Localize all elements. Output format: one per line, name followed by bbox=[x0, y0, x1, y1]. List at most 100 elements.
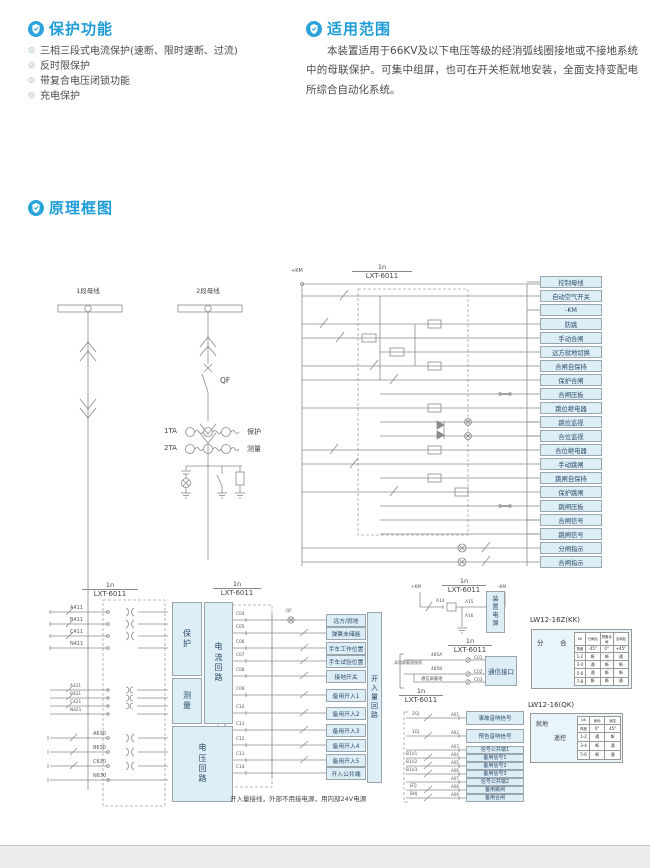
plus-km-label: +KM bbox=[411, 585, 422, 590]
control-label-box: 合闸信号 bbox=[540, 514, 602, 526]
bus2-label: 2段母线 bbox=[196, 287, 220, 295]
scope-section-header: 适用范围 bbox=[306, 18, 391, 39]
qf-breaker-label: QF bbox=[220, 376, 231, 385]
terminal-label: C13 bbox=[236, 752, 245, 757]
contact-label: BHJ bbox=[410, 791, 418, 796]
ct-symbols bbox=[185, 427, 240, 454]
comm-unit-label: 1n LXT-6011 bbox=[448, 637, 492, 654]
terminal-label: A06 bbox=[451, 767, 459, 773]
signal-label-box: 备用信号3 bbox=[466, 770, 524, 778]
di-label-box: 备用开入5 bbox=[326, 753, 366, 767]
power-block-lines bbox=[419, 592, 506, 634]
signal-label-box: 信号公共端1 bbox=[466, 746, 524, 754]
pt-branch-symbol bbox=[181, 465, 245, 499]
contact-label: B1U1 bbox=[406, 751, 418, 756]
bus1-symbol bbox=[57, 304, 123, 790]
terminal-label: C02 bbox=[474, 670, 483, 675]
di-label-box: 备用开入2 bbox=[326, 706, 366, 720]
ct-protect-label: 保护 bbox=[247, 428, 261, 436]
wire-label: C421 bbox=[70, 700, 82, 705]
terminal-label: A02 bbox=[451, 729, 459, 735]
kk-contact-table: KK 分闸后 预备合闸 合闸后 角度 -45° 0° +45° 1-2 断 断 … bbox=[574, 632, 630, 687]
terminal-label: C09 bbox=[236, 687, 245, 692]
protection-section-title: 保护功能 bbox=[49, 20, 114, 38]
control-label-box: 合闸自保持 bbox=[540, 360, 602, 372]
analog-block-lines bbox=[47, 599, 168, 807]
di-label-box: 开入公共端 bbox=[326, 766, 366, 780]
terminal-label: C07 bbox=[236, 653, 245, 658]
terminal-label: A16 bbox=[465, 614, 474, 619]
kk-close-label: 合 bbox=[560, 639, 567, 647]
unit-model: LXT-6011 bbox=[352, 271, 412, 280]
ct2-label: 2TA bbox=[164, 444, 177, 452]
qk-remote-label: 遥控 bbox=[554, 735, 567, 742]
control-circuit bbox=[300, 281, 540, 567]
wire-label: 485A bbox=[431, 653, 443, 658]
wire-label: N421 bbox=[70, 708, 82, 713]
signal-label-box: 备用合闸 bbox=[466, 794, 524, 802]
diagram-section-title: 原理框图 bbox=[49, 199, 114, 217]
di-label-box: 备用开入3 bbox=[326, 723, 366, 737]
ct1-label: 1TA bbox=[164, 427, 177, 435]
control-label-box: 保护跳闸 bbox=[540, 486, 602, 498]
terminal-label: C05 bbox=[236, 625, 245, 630]
di-loop-box: 开入量回路 bbox=[367, 612, 382, 783]
voltage-loop-box: 电压回路 bbox=[172, 726, 233, 802]
protection-section-header: 保护功能 bbox=[28, 18, 113, 39]
control-unit-label: 1n LXT-6011 bbox=[352, 263, 412, 280]
bullet-icon: ◎ bbox=[28, 60, 35, 69]
contact-label: B1U3 bbox=[406, 767, 418, 772]
di-block-lines bbox=[217, 604, 326, 788]
scope-section-title: 适用范围 bbox=[327, 20, 392, 38]
analog-protect-box: 保护 bbox=[172, 602, 202, 676]
ct-measure-label: 测量 bbox=[247, 445, 261, 453]
qk-contact-table: QK 就地 遥控 角度 0° 45° 1-2 通 断 3-4 断 通 5-6 断… bbox=[577, 716, 621, 761]
signal-unit-label: 1n LXT-6011 bbox=[399, 687, 443, 704]
unit-prefix: 1n bbox=[465, 637, 475, 645]
wire-label: C411 bbox=[70, 629, 84, 635]
wire-label: N630 bbox=[93, 773, 107, 779]
control-label-box: 跳闸压板 bbox=[540, 500, 602, 512]
diagram-section-header: 原理框图 bbox=[28, 197, 113, 218]
kk-open-label: 分 bbox=[537, 639, 544, 647]
terminal-label: A04 bbox=[451, 751, 459, 757]
bullet-icon: ◎ bbox=[28, 45, 35, 54]
feature-text: 三相三段式电流保护(速断、限时速断、过流) bbox=[39, 46, 238, 57]
page-footer-band bbox=[0, 845, 650, 868]
control-label-box: 合位监视 bbox=[540, 430, 602, 442]
contact-label: 2GJ bbox=[412, 711, 420, 716]
terminal-label: C14 bbox=[236, 765, 245, 770]
feature-text: 反时限保护 bbox=[39, 61, 90, 72]
terminal-label: A05 bbox=[451, 759, 459, 765]
control-label-box: 远方就地切换 bbox=[540, 346, 602, 358]
terminal-label: C11 bbox=[236, 722, 245, 727]
di-label-box: 手车试验位置 bbox=[326, 654, 366, 668]
shield-icon bbox=[28, 199, 44, 216]
di-label-box: 备用开入4 bbox=[326, 738, 366, 752]
comm-note-text: 采用屏蔽双绞线 bbox=[394, 660, 422, 665]
signal-label-box: 备用信号2 bbox=[466, 762, 524, 770]
feature-text: 充电保护 bbox=[39, 91, 80, 102]
wire-label: A630 bbox=[93, 731, 106, 737]
bus2-symbol bbox=[177, 304, 243, 560]
bus1-label: 1段母线 bbox=[76, 287, 100, 295]
contact-label: B1U2 bbox=[406, 759, 418, 764]
unit-prefix: 1n bbox=[105, 581, 115, 589]
di-note-text: 开入量接线，外部不用接电源，用内部24V电源 bbox=[230, 795, 367, 803]
qk-switch-title: LW12-16(QK) bbox=[528, 701, 575, 709]
control-label-box: -KM bbox=[540, 304, 602, 316]
feature-text: 带复合电压闭锁功能 bbox=[39, 76, 130, 87]
signal-label-box: 备用跳闸 bbox=[466, 786, 524, 794]
control-label-box: 跳闸自保持 bbox=[540, 472, 602, 484]
terminal-label: C04 bbox=[236, 612, 245, 617]
list-item: ◎ 三相三段式电流保护(速断、限时速断、过流) bbox=[28, 42, 238, 57]
control-label-box: 跳位继电器 bbox=[540, 402, 602, 414]
control-label-box: 跳位监视 bbox=[540, 416, 602, 428]
shield-icon bbox=[306, 20, 322, 37]
shield-icon bbox=[28, 20, 44, 37]
unit-prefix: 1n bbox=[232, 580, 242, 588]
control-label-box: 合闸压板 bbox=[540, 388, 602, 400]
wire-label: 485B bbox=[431, 667, 443, 672]
